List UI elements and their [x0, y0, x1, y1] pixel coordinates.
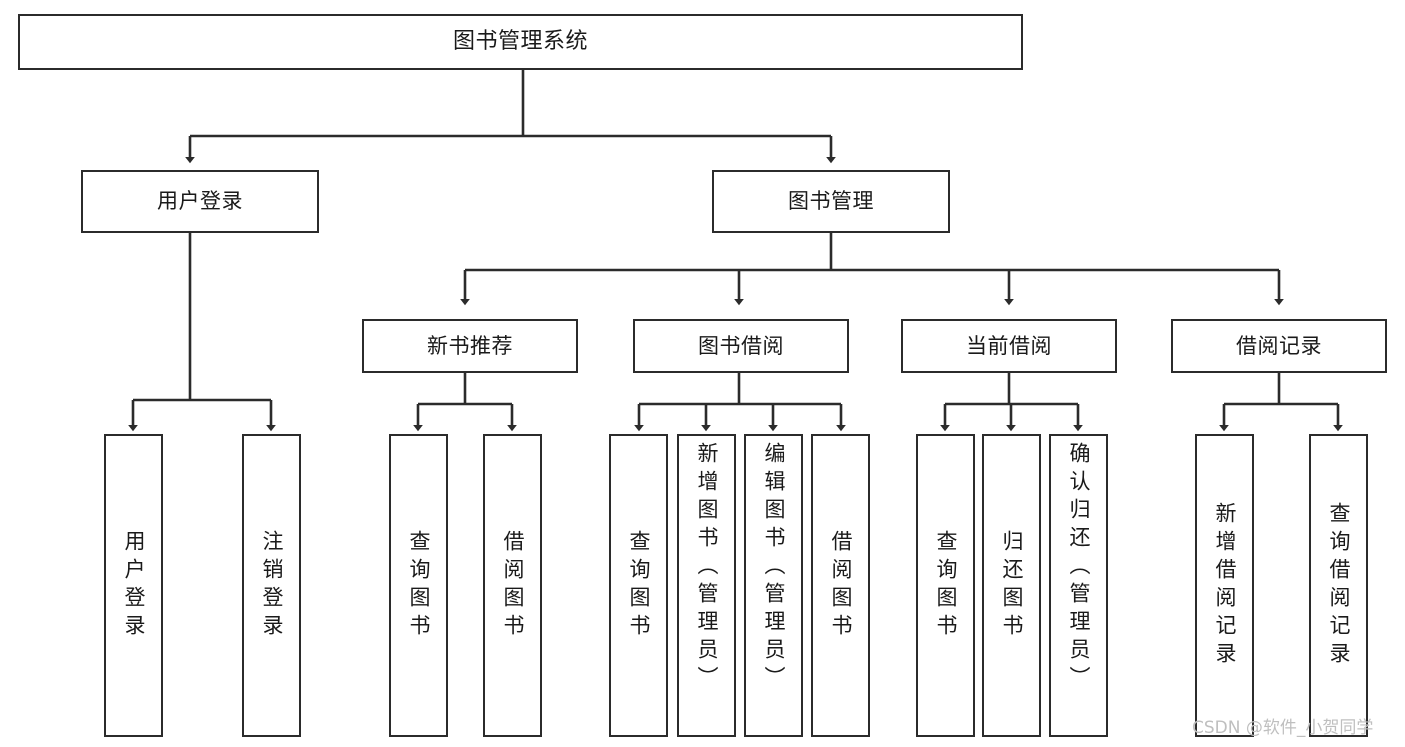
node-leaf-user-login[interactable]: 用户登录 — [104, 434, 163, 737]
node-leaf-confirm-return-admin[interactable]: 确认归还（管理员） — [1049, 434, 1108, 737]
node-leaf-edit-book-admin[interactable]: 编辑图书（管理员） — [744, 434, 803, 737]
node-label: 注销登录 — [260, 529, 284, 642]
node-label: 查询图书 — [407, 529, 431, 642]
node-label: 用户登录 — [122, 529, 146, 642]
node-label: 新增借阅记录 — [1213, 501, 1237, 670]
node-label: 图书管理 — [788, 189, 874, 213]
node-new-book-recommend[interactable]: 新书推荐 — [362, 319, 578, 373]
node-leaf-return-book[interactable]: 归还图书 — [982, 434, 1041, 737]
node-book-management[interactable]: 图书管理 — [712, 170, 950, 233]
node-leaf-add-book-admin[interactable]: 新增图书（管理员） — [677, 434, 736, 737]
node-label: 借阅图书 — [829, 529, 853, 642]
node-leaf-add-borrow-record[interactable]: 新增借阅记录 — [1195, 434, 1254, 737]
node-label: 图书借阅 — [698, 333, 784, 358]
node-root-book-management-system[interactable]: 图书管理系统 — [18, 14, 1023, 70]
node-leaf-borrow-book-new-recommend[interactable]: 借阅图书 — [483, 434, 542, 737]
node-book-borrow[interactable]: 图书借阅 — [633, 319, 849, 373]
node-label: 新书推荐 — [427, 333, 513, 358]
node-label: 查询图书 — [627, 529, 651, 642]
node-label: 查询图书 — [934, 529, 958, 642]
node-current-borrow[interactable]: 当前借阅 — [901, 319, 1117, 373]
node-borrow-record[interactable]: 借阅记录 — [1171, 319, 1387, 373]
node-label: 查询借阅记录 — [1327, 501, 1351, 670]
node-label: 新增图书（管理员） — [695, 442, 719, 694]
node-label: 编辑图书（管理员） — [762, 442, 786, 694]
node-label: 当前借阅 — [966, 333, 1052, 358]
node-label: 确认归还（管理员） — [1067, 442, 1091, 694]
node-leaf-query-book-current[interactable]: 查询图书 — [916, 434, 975, 737]
node-label: 用户登录 — [157, 189, 243, 213]
node-leaf-query-book-borrow[interactable]: 查询图书 — [609, 434, 668, 737]
node-label: 图书管理系统 — [452, 29, 588, 54]
node-label: 借阅图书 — [501, 529, 525, 642]
node-label: 归还图书 — [1000, 529, 1024, 642]
node-leaf-query-borrow-record[interactable]: 查询借阅记录 — [1309, 434, 1368, 737]
csdn-watermark: CSDN @软件_小贺同学 — [1192, 718, 1374, 738]
node-leaf-query-book-new-recommend[interactable]: 查询图书 — [389, 434, 448, 737]
node-user-login[interactable]: 用户登录 — [81, 170, 319, 233]
node-label: 借阅记录 — [1236, 333, 1322, 358]
node-leaf-logout-login[interactable]: 注销登录 — [242, 434, 301, 737]
node-leaf-borrow-book-borrow[interactable]: 借阅图书 — [811, 434, 870, 737]
